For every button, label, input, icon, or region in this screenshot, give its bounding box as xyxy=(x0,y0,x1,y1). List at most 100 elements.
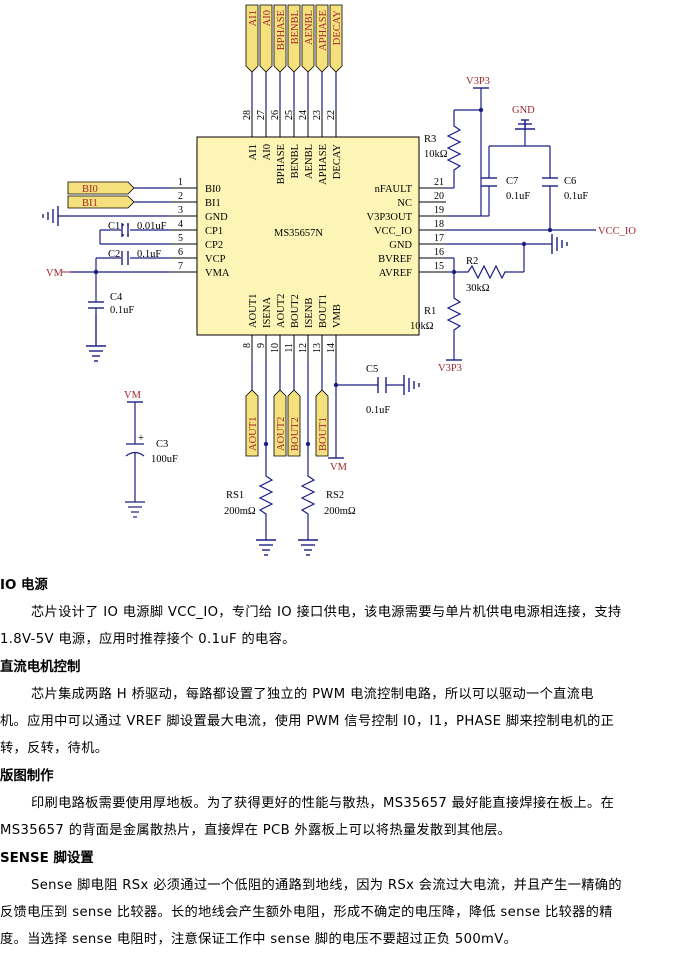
port-label-aout1: AOUT1 xyxy=(248,417,259,451)
pin-num-17: 17 xyxy=(434,233,444,244)
pin-num-19: 19 xyxy=(434,205,444,216)
pin-num-16: 16 xyxy=(434,247,444,258)
junctions xyxy=(93,107,553,447)
pin-name-decay: DECAY xyxy=(332,144,343,180)
section-dc-motor-para: 芯片集成两路 H 桥驱动，每路都设置了独立的 PWM 电流控制电路，所以可以驱动… xyxy=(0,687,615,756)
gnd-top-label: GND xyxy=(512,105,535,116)
rs1-value: 200mΩ xyxy=(224,506,256,517)
port-bout2-shape xyxy=(287,389,301,457)
port-decay-shape xyxy=(329,4,343,73)
port-label-bout2: BOUT2 xyxy=(290,417,301,451)
pin-name-aout1: AOUT1 xyxy=(248,294,259,328)
pin-name-benbl: BENBL xyxy=(290,144,301,178)
pin-num-7: 7 xyxy=(178,261,183,272)
r2-value: 30kΩ xyxy=(466,283,490,294)
gnd-c4-icon xyxy=(86,345,106,362)
pin-num-6: 6 xyxy=(178,247,183,258)
pin-name-aphase: APHASE xyxy=(318,144,329,185)
pin-name-ai0: AI0 xyxy=(262,144,273,160)
pin-name-vmb: VMB xyxy=(332,304,343,328)
pin-name-cp2: CP2 xyxy=(205,240,223,251)
vm-vmb-label: VM xyxy=(330,462,348,473)
pin-name-vma: VMA xyxy=(205,268,230,279)
c6-ref: C6 xyxy=(564,176,576,187)
pin-num-18: 18 xyxy=(434,219,444,230)
r1-value: 10kΩ xyxy=(410,321,434,332)
c5-ref: C5 xyxy=(366,364,378,375)
port-aenbl-shape xyxy=(301,4,315,73)
pin-name-gnd-right: GND xyxy=(389,240,412,251)
r1-ref: R1 xyxy=(424,306,436,317)
c5-value: 0.1uF xyxy=(366,405,390,416)
pin-num-8: 8 xyxy=(242,343,253,348)
r3-icon xyxy=(446,120,462,176)
gnd-right-icon xyxy=(551,234,568,254)
gnd-rs2-icon xyxy=(298,539,318,556)
c2-value: 0.1uF xyxy=(137,249,161,260)
pin-num-28: 28 xyxy=(242,110,253,120)
pin-num-9: 9 xyxy=(256,343,267,348)
pin-num-26: 26 xyxy=(270,110,281,120)
pin-name-isena: ISENA xyxy=(262,297,273,328)
pin-name-cp1: CP1 xyxy=(205,226,223,237)
port-label-bi0: BI0 xyxy=(82,184,98,195)
pin-name-ai1: AI1 xyxy=(248,144,259,160)
port-label-bout1: BOUT1 xyxy=(318,417,329,451)
port-bout1-shape xyxy=(315,389,329,457)
pin-num-4: 4 xyxy=(178,219,183,230)
schematic-diagram: MS35657N BI0 BI1 GND CP1 CP2 VCP VMA 1 2… xyxy=(42,4,636,556)
section-layout-heading: 版图制作 xyxy=(0,769,54,784)
c2-icon xyxy=(121,251,129,265)
pin-num-2: 2 xyxy=(178,191,183,202)
pin-num-1: 1 xyxy=(178,177,183,188)
bottom-wiring xyxy=(251,362,404,540)
pin-name-bi0: BI0 xyxy=(205,184,221,195)
pin-name-vcc-io: VCC_IO xyxy=(374,226,412,237)
c3-value: 100uF xyxy=(151,454,178,465)
rs1-icon xyxy=(258,470,274,520)
port-bi1-shape xyxy=(67,195,135,209)
pin-name-bphase: BPHASE xyxy=(276,144,287,184)
pin-name-avref: AVREF xyxy=(379,268,412,279)
rs1-ref: RS1 xyxy=(226,490,244,501)
c4-icon xyxy=(88,301,104,309)
pin-name-bout2: BOUT2 xyxy=(290,294,301,328)
pin-num-15: 15 xyxy=(434,261,444,272)
port-label-decay: DECAY xyxy=(332,10,343,46)
v3p3-bottom-label: V3P3 xyxy=(438,363,462,374)
chip-name: MS35657N xyxy=(274,228,323,239)
pin-num-24: 24 xyxy=(298,110,309,120)
port-ai0-shape xyxy=(259,4,273,73)
pin-name-nfault: nFAULT xyxy=(375,184,413,195)
vm-left-label: VM xyxy=(46,268,64,279)
section-sense-heading: SENSE 脚设置 xyxy=(0,851,94,866)
pin-num-13: 13 xyxy=(312,343,323,353)
port-label-bphase: BPHASE xyxy=(276,10,287,50)
gnd-top-icon xyxy=(515,119,535,130)
port-label-aout2: AOUT2 xyxy=(276,417,287,451)
pin-name-bi1: BI1 xyxy=(205,198,221,209)
r3-ref: R3 xyxy=(424,134,436,145)
c4-value: 0.1uF xyxy=(110,305,134,316)
pin-name-isenb: ISENB xyxy=(304,298,315,328)
pin-name-nc: NC xyxy=(397,198,412,209)
pin-num-3: 3 xyxy=(178,205,183,216)
c7-icon xyxy=(481,177,497,187)
pin-name-aout2: AOUT2 xyxy=(276,294,287,328)
rs2-icon xyxy=(300,470,316,520)
left-wiring xyxy=(58,215,170,346)
c2-ref: C2 xyxy=(108,249,120,260)
pin-name-v3p3out: V3P3OUT xyxy=(366,212,412,223)
port-label-ai1: AI1 xyxy=(248,10,259,26)
pin-num-23: 23 xyxy=(312,110,323,120)
gnd-c5-icon xyxy=(403,375,420,395)
section-dc-motor-heading: 直流电机控制 xyxy=(0,660,81,675)
port-label-bi1: BI1 xyxy=(82,198,98,209)
c7-value: 0.1uF xyxy=(506,191,530,202)
pin-name-bout1: BOUT1 xyxy=(318,294,329,328)
rs2-ref: RS2 xyxy=(326,490,344,501)
gnd-left-icon xyxy=(42,206,59,226)
port-label-benbl: BENBL xyxy=(290,10,301,44)
pin-num-11: 11 xyxy=(284,343,295,353)
pin-num-21: 21 xyxy=(434,177,444,188)
